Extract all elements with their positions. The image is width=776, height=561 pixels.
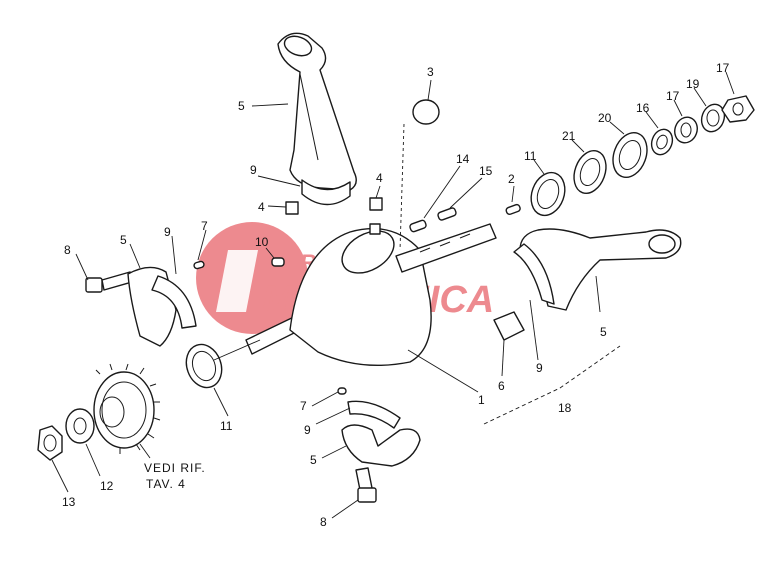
callout-21: 21 bbox=[562, 129, 576, 143]
timing-gear bbox=[93, 363, 161, 454]
callout-9: 9 bbox=[250, 163, 257, 177]
leader-lines bbox=[51, 71, 735, 519]
callout-8: 8 bbox=[320, 515, 327, 529]
callout-5: 5 bbox=[120, 233, 127, 247]
key-14 bbox=[409, 219, 427, 233]
callout-14: 14 bbox=[456, 152, 470, 166]
seal-11-lower bbox=[185, 343, 223, 389]
pin-7 bbox=[193, 260, 205, 270]
callout-6: 6 bbox=[498, 379, 505, 393]
washer-12 bbox=[65, 408, 95, 444]
nut-13 bbox=[37, 425, 63, 461]
nut-17a bbox=[674, 116, 698, 144]
callout-20: 20 bbox=[598, 111, 612, 125]
callout-17: 17 bbox=[666, 89, 680, 103]
bearing-shell-right bbox=[513, 243, 555, 305]
callout-10: 10 bbox=[255, 235, 269, 249]
washer-20 bbox=[612, 132, 648, 178]
bolt-head-4b bbox=[369, 197, 383, 211]
bearing-shell-left bbox=[151, 275, 197, 329]
bushing-6 bbox=[493, 311, 525, 341]
bolt-left bbox=[85, 271, 133, 293]
callout-12: 12 bbox=[100, 479, 114, 493]
ring-21 bbox=[573, 149, 607, 195]
reference-note: VEDI RIF. TAV. 4 bbox=[144, 461, 206, 491]
rod-cap-left bbox=[127, 266, 177, 347]
key-15 bbox=[437, 207, 457, 221]
callout-5: 5 bbox=[600, 325, 607, 339]
washer-19 bbox=[700, 103, 726, 133]
callout-2: 2 bbox=[508, 172, 515, 186]
pin-2 bbox=[505, 203, 521, 216]
bearing-shell-top bbox=[301, 179, 351, 206]
callout-9: 9 bbox=[304, 423, 311, 437]
nut-17b bbox=[721, 95, 755, 123]
callout-labels: 5 9 4 4 3 8 5 9 7 10 14 15 2 11 21 20 16… bbox=[62, 61, 730, 529]
bearing-shell-lower bbox=[347, 400, 401, 429]
callout-1: 1 bbox=[478, 393, 485, 407]
washer-16 bbox=[650, 128, 674, 156]
callout-5: 5 bbox=[310, 453, 317, 467]
callout-7: 7 bbox=[300, 399, 307, 413]
callout-9: 9 bbox=[164, 225, 171, 239]
bolt-head-4a bbox=[285, 201, 299, 215]
callout-13: 13 bbox=[62, 495, 76, 509]
callout-15: 15 bbox=[479, 164, 493, 178]
callout-7: 7 bbox=[201, 219, 208, 233]
note-line1: VEDI RIF. bbox=[144, 461, 206, 475]
callout-19: 19 bbox=[686, 77, 700, 91]
callout-11: 11 bbox=[220, 419, 233, 433]
rod-cap-lower bbox=[341, 424, 421, 467]
callout-5: 5 bbox=[238, 99, 245, 113]
callout-4: 4 bbox=[376, 171, 383, 185]
pin-7-lower bbox=[337, 387, 347, 395]
dowel-10 bbox=[271, 257, 285, 267]
crankshaft bbox=[245, 223, 497, 366]
callout-18: 18 bbox=[558, 401, 572, 415]
callout-16: 16 bbox=[636, 101, 650, 115]
callout-11: 11 bbox=[524, 149, 537, 163]
note-line2: TAV. 4 bbox=[146, 477, 186, 491]
callout-4: 4 bbox=[258, 200, 265, 214]
callout-9: 9 bbox=[536, 361, 543, 375]
callout-17: 17 bbox=[716, 61, 730, 75]
bolt-lower bbox=[355, 467, 377, 503]
plug-3 bbox=[412, 99, 440, 125]
connecting-rod-top bbox=[277, 32, 357, 191]
seal-11 bbox=[530, 171, 566, 217]
callout-8: 8 bbox=[64, 243, 71, 257]
callout-3: 3 bbox=[427, 65, 434, 79]
